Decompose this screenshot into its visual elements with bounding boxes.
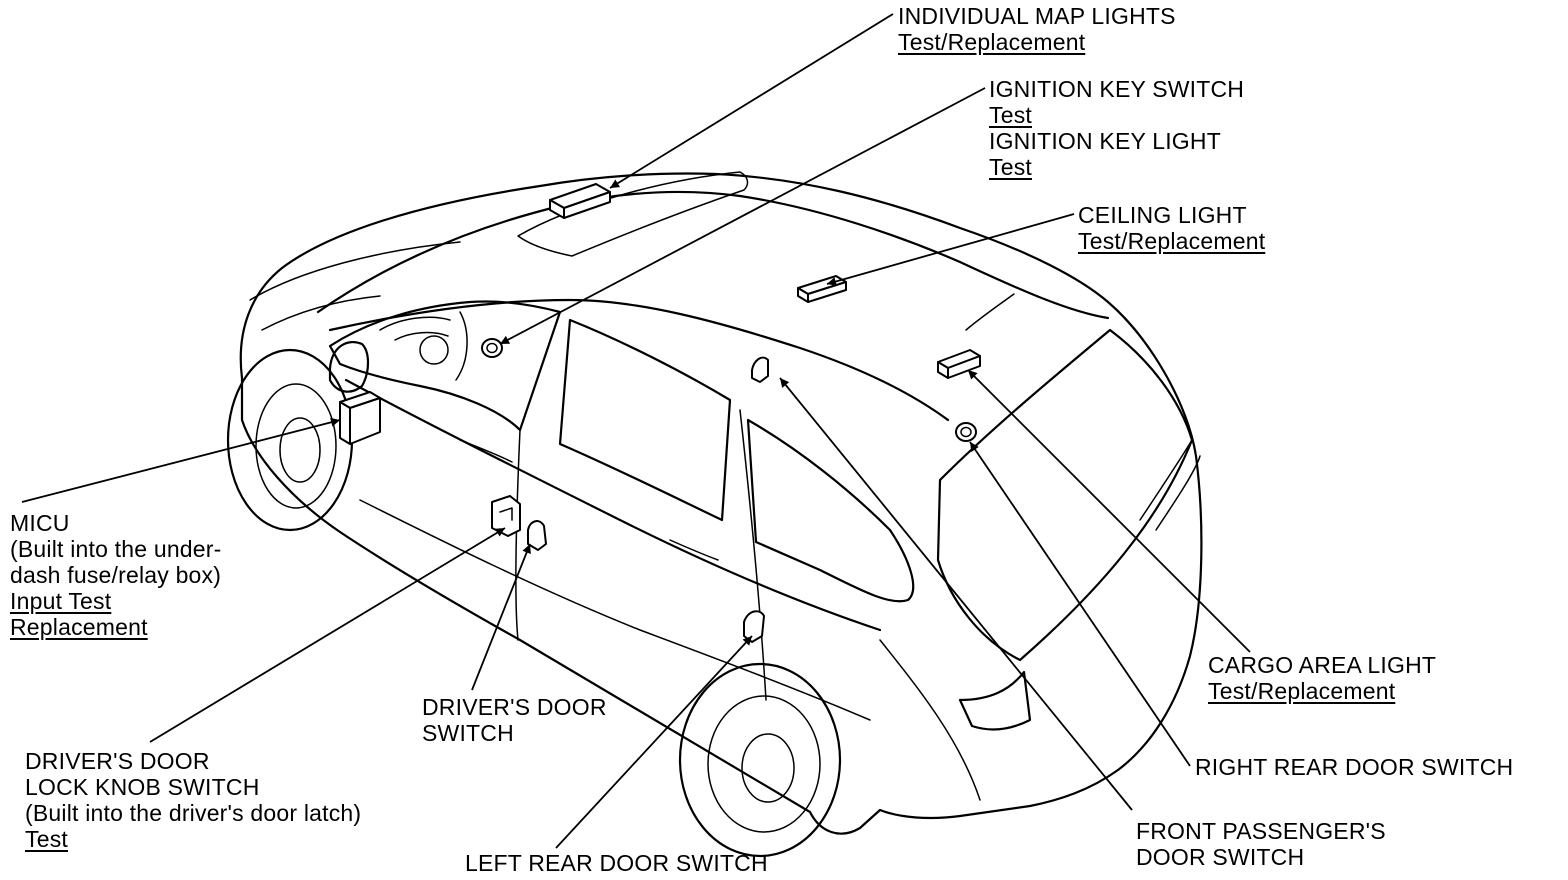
label-right-rear-door-switch: RIGHT REAR DOOR SWITCH xyxy=(1195,754,1513,780)
label-individual-map-lights: INDIVIDUAL MAP LIGHTS Test/Replacement xyxy=(898,3,1176,55)
label-lock-knob-switch: DRIVER'S DOOR LOCK KNOB SWITCH (Built in… xyxy=(25,748,361,852)
micu-replacement-link[interactable]: Replacement xyxy=(10,614,148,640)
cargo-light-title: CARGO AREA LIGHT xyxy=(1208,652,1437,678)
lock-knob-line-1: DRIVER'S DOOR xyxy=(25,748,210,774)
left-rear-switch-unit xyxy=(743,610,765,643)
label-ceiling-light: CEILING LIGHT Test/Replacement xyxy=(1078,202,1265,254)
label-ignition: IGNITION KEY SWITCH Test IGNITION KEY LI… xyxy=(989,76,1244,180)
map-lights-title: INDIVIDUAL MAP LIGHTS xyxy=(898,3,1176,29)
label-cargo-area-light: CARGO AREA LIGHT Test/Replacement xyxy=(1208,652,1436,704)
right-rear-switch-unit xyxy=(955,422,977,442)
micu-title: MICU xyxy=(10,510,70,536)
leader-lines xyxy=(21,13,1251,849)
ignition-light-test-link[interactable]: Test xyxy=(989,154,1032,180)
front-passenger-line-1: FRONT PASSENGER'S xyxy=(1136,818,1386,844)
label-front-passenger-door-switch: FRONT PASSENGER'S DOOR SWITCH xyxy=(1136,818,1386,870)
components xyxy=(339,183,981,643)
micu-desc-1: (Built into the under- xyxy=(10,536,222,562)
lock-knob-test-link[interactable]: Test xyxy=(25,826,68,852)
lock-knob-line-2: LOCK KNOB SWITCH xyxy=(25,774,260,800)
ignition-switch-title: IGNITION KEY SWITCH xyxy=(989,76,1245,102)
cargo-light-test-link[interactable]: Test/Replacement xyxy=(1208,678,1396,704)
right-rear-switch-title: RIGHT REAR DOOR SWITCH xyxy=(1195,754,1514,780)
car-outline xyxy=(226,171,1203,858)
ignition-key-unit xyxy=(481,338,503,358)
map-lights-unit xyxy=(549,183,611,219)
lock-knob-switch-unit xyxy=(491,495,521,537)
driver-door-switch-line-1: DRIVER'S DOOR xyxy=(422,694,607,720)
front-passenger-line-2: DOOR SWITCH xyxy=(1136,844,1305,870)
lock-knob-desc: (Built into the driver's door latch) xyxy=(25,800,362,826)
rear-wheel xyxy=(678,662,842,858)
label-left-rear-door-switch: LEFT REAR DOOR SWITCH xyxy=(465,850,768,876)
front-passenger-switch-unit xyxy=(751,356,769,383)
map-lights-test-link[interactable]: Test/Replacement xyxy=(898,29,1086,55)
cargo-light-unit xyxy=(937,349,981,379)
micu-desc-2: dash fuse/relay box) xyxy=(10,562,222,588)
micu-unit xyxy=(339,391,381,445)
ceiling-light-title: CEILING LIGHT xyxy=(1078,202,1247,228)
left-rear-switch-title: LEFT REAR DOOR SWITCH xyxy=(465,850,768,876)
label-micu: MICU (Built into the under- dash fuse/re… xyxy=(10,510,222,640)
driver-door-switch-unit xyxy=(527,520,547,551)
ignition-switch-test-link[interactable]: Test xyxy=(989,102,1032,128)
micu-input-test-link[interactable]: Input Test xyxy=(10,588,112,614)
ceiling-light-test-link[interactable]: Test/Replacement xyxy=(1078,228,1266,254)
front-wheel xyxy=(226,348,354,532)
driver-door-switch-line-2: SWITCH xyxy=(422,720,514,746)
ignition-light-title: IGNITION KEY LIGHT xyxy=(989,128,1221,154)
label-drivers-door-switch: DRIVER'S DOOR SWITCH xyxy=(422,694,607,746)
